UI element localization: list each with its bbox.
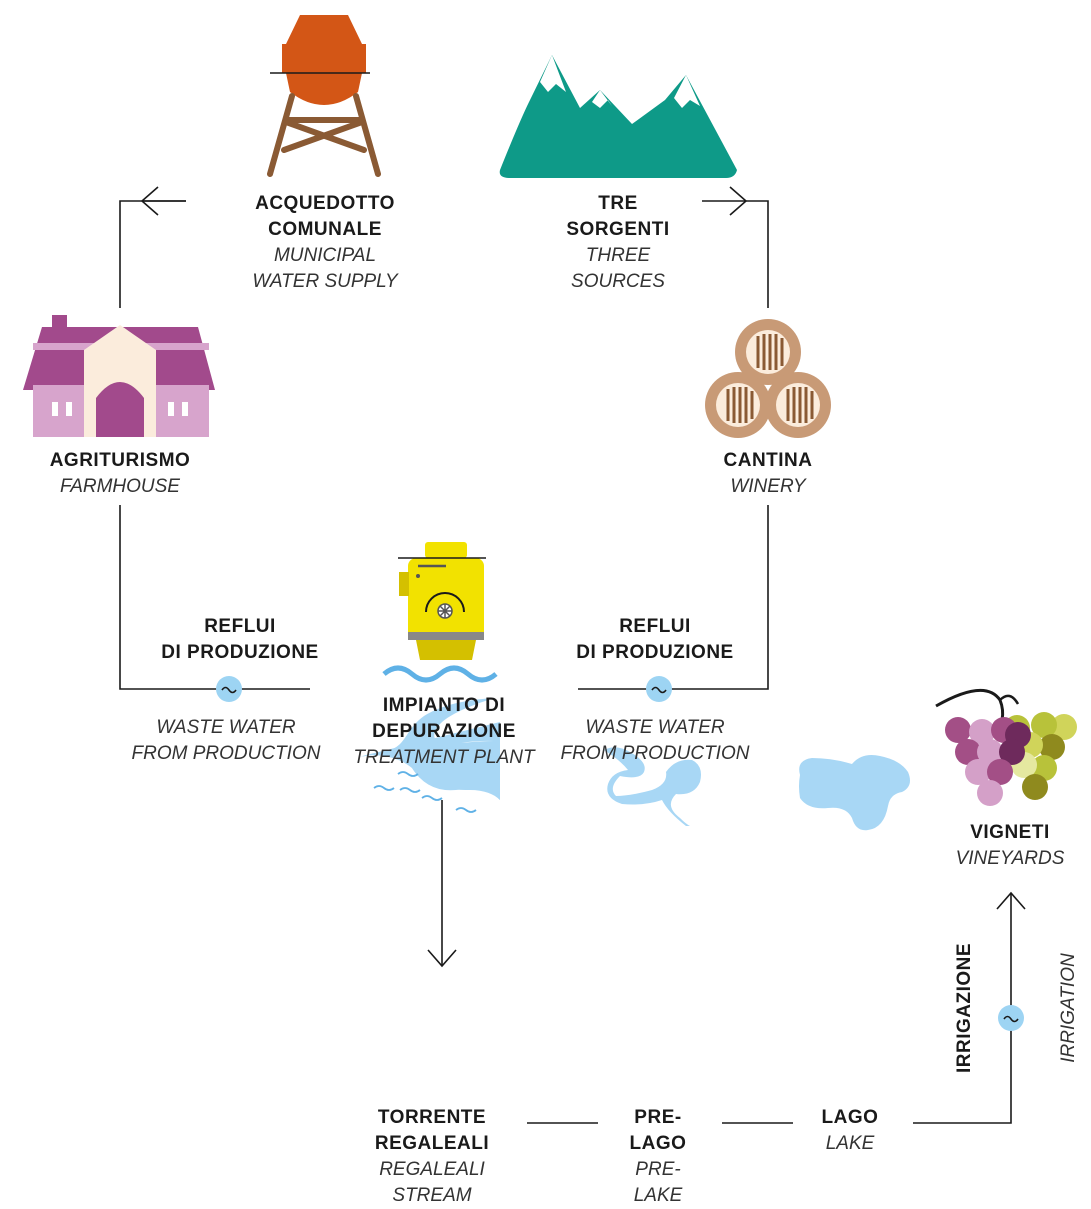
farmhouse-icon: [23, 315, 215, 437]
valve-icon: [646, 676, 672, 702]
node-vineyards: VIGNETI VINEYARDS: [930, 820, 1090, 872]
label-en: WASTE WATER FROM PRODUCTION: [560, 717, 750, 764]
label-en: PRE- LAKE: [633, 1159, 683, 1206]
label-en: TREATMENT PLANT: [353, 747, 535, 768]
arrow-right-icon: [729, 186, 748, 216]
mountains-icon: [499, 55, 737, 178]
water-tower-icon: [267, 15, 381, 177]
flow-irrigation-subtitle: IRRIGATION: [1058, 953, 1079, 1063]
label-it: REFLUI DI PRODUZIONE: [161, 616, 319, 663]
flow-waste-right-title: REFLUI DI PRODUZIONE: [555, 614, 755, 666]
grapes-icon: [935, 688, 1077, 806]
node-treatment-plant: IMPIANTO DI DEPURAZIONE TREATMENT PLANT: [338, 693, 550, 771]
flow-farmhouse-waste-line: [119, 505, 310, 690]
label-en: LAKE: [825, 1133, 875, 1154]
label-en: THREE SOURCES: [571, 245, 665, 292]
label-it: TORRENTE REGALEALI: [374, 1107, 490, 1154]
pre-lake-icon: [604, 747, 701, 826]
node-pre-lake: PRE- LAGO PRE- LAKE: [598, 1105, 718, 1209]
label-en: WASTE WATER FROM PRODUCTION: [131, 717, 321, 764]
node-municipal-water-supply: ACQUEDOTTO COMUNALE MUNICIPAL WATER SUPP…: [222, 191, 428, 295]
label-it: CANTINA: [723, 450, 813, 471]
label-it: PRE- LAGO: [629, 1107, 687, 1154]
flow-waste-right-subtitle: WASTE WATER FROM PRODUCTION: [545, 715, 765, 767]
flow-winery-waste-line: [578, 505, 769, 690]
label-it: TRE SORGENTI: [566, 193, 670, 240]
valve-icon: [998, 1005, 1024, 1031]
flow-irrigation-title: IRRIGAZIONE: [954, 942, 975, 1073]
barrels-icon: [705, 319, 831, 438]
arrow-down-icon: [427, 949, 457, 968]
flow-waste-left-title: REFLUI DI PRODUZIONE: [140, 614, 340, 666]
node-regaleali-stream: TORRENTE REGALEALI REGALEALI STREAM: [340, 1105, 524, 1209]
label-it: IMPIANTO DI DEPURAZIONE: [372, 695, 516, 742]
node-farmhouse: AGRITURISMO FARMHOUSE: [20, 448, 220, 500]
flow-farmhouse-to-municipal-line: [119, 200, 186, 308]
node-winery: CANTINA WINERY: [668, 448, 868, 500]
label-en: WINERY: [730, 476, 806, 497]
lake-icon: [799, 755, 910, 831]
node-three-sources: TRE SORGENTI THREE SOURCES: [530, 191, 706, 295]
label-en: VINEYARDS: [955, 848, 1065, 869]
node-lake: LAGO LAKE: [790, 1105, 910, 1157]
label-it: VIGNETI: [970, 822, 1050, 843]
treatment-plant-icon: [382, 542, 498, 683]
flow-lake-to-vineyards-line: [913, 893, 1012, 1124]
flow-waste-left-subtitle: WASTE WATER FROM PRODUCTION: [116, 715, 336, 767]
label-it: REFLUI DI PRODUZIONE: [576, 616, 734, 663]
label-it: AGRITURISMO: [49, 450, 191, 471]
label-it: LAGO: [821, 1107, 879, 1128]
arrow-left-icon: [140, 186, 186, 216]
arrow-up-icon: [996, 891, 1026, 910]
label-en: REGALEALI STREAM: [379, 1159, 485, 1206]
stream-icon: [360, 698, 500, 813]
valve-icon: [216, 676, 242, 702]
label-it: ACQUEDOTTO COMUNALE: [255, 193, 395, 240]
flow-sources-to-winery-line: [702, 200, 769, 308]
label-en: FARMHOUSE: [60, 476, 180, 497]
label-en: MUNICIPAL WATER SUPPLY: [252, 245, 398, 292]
